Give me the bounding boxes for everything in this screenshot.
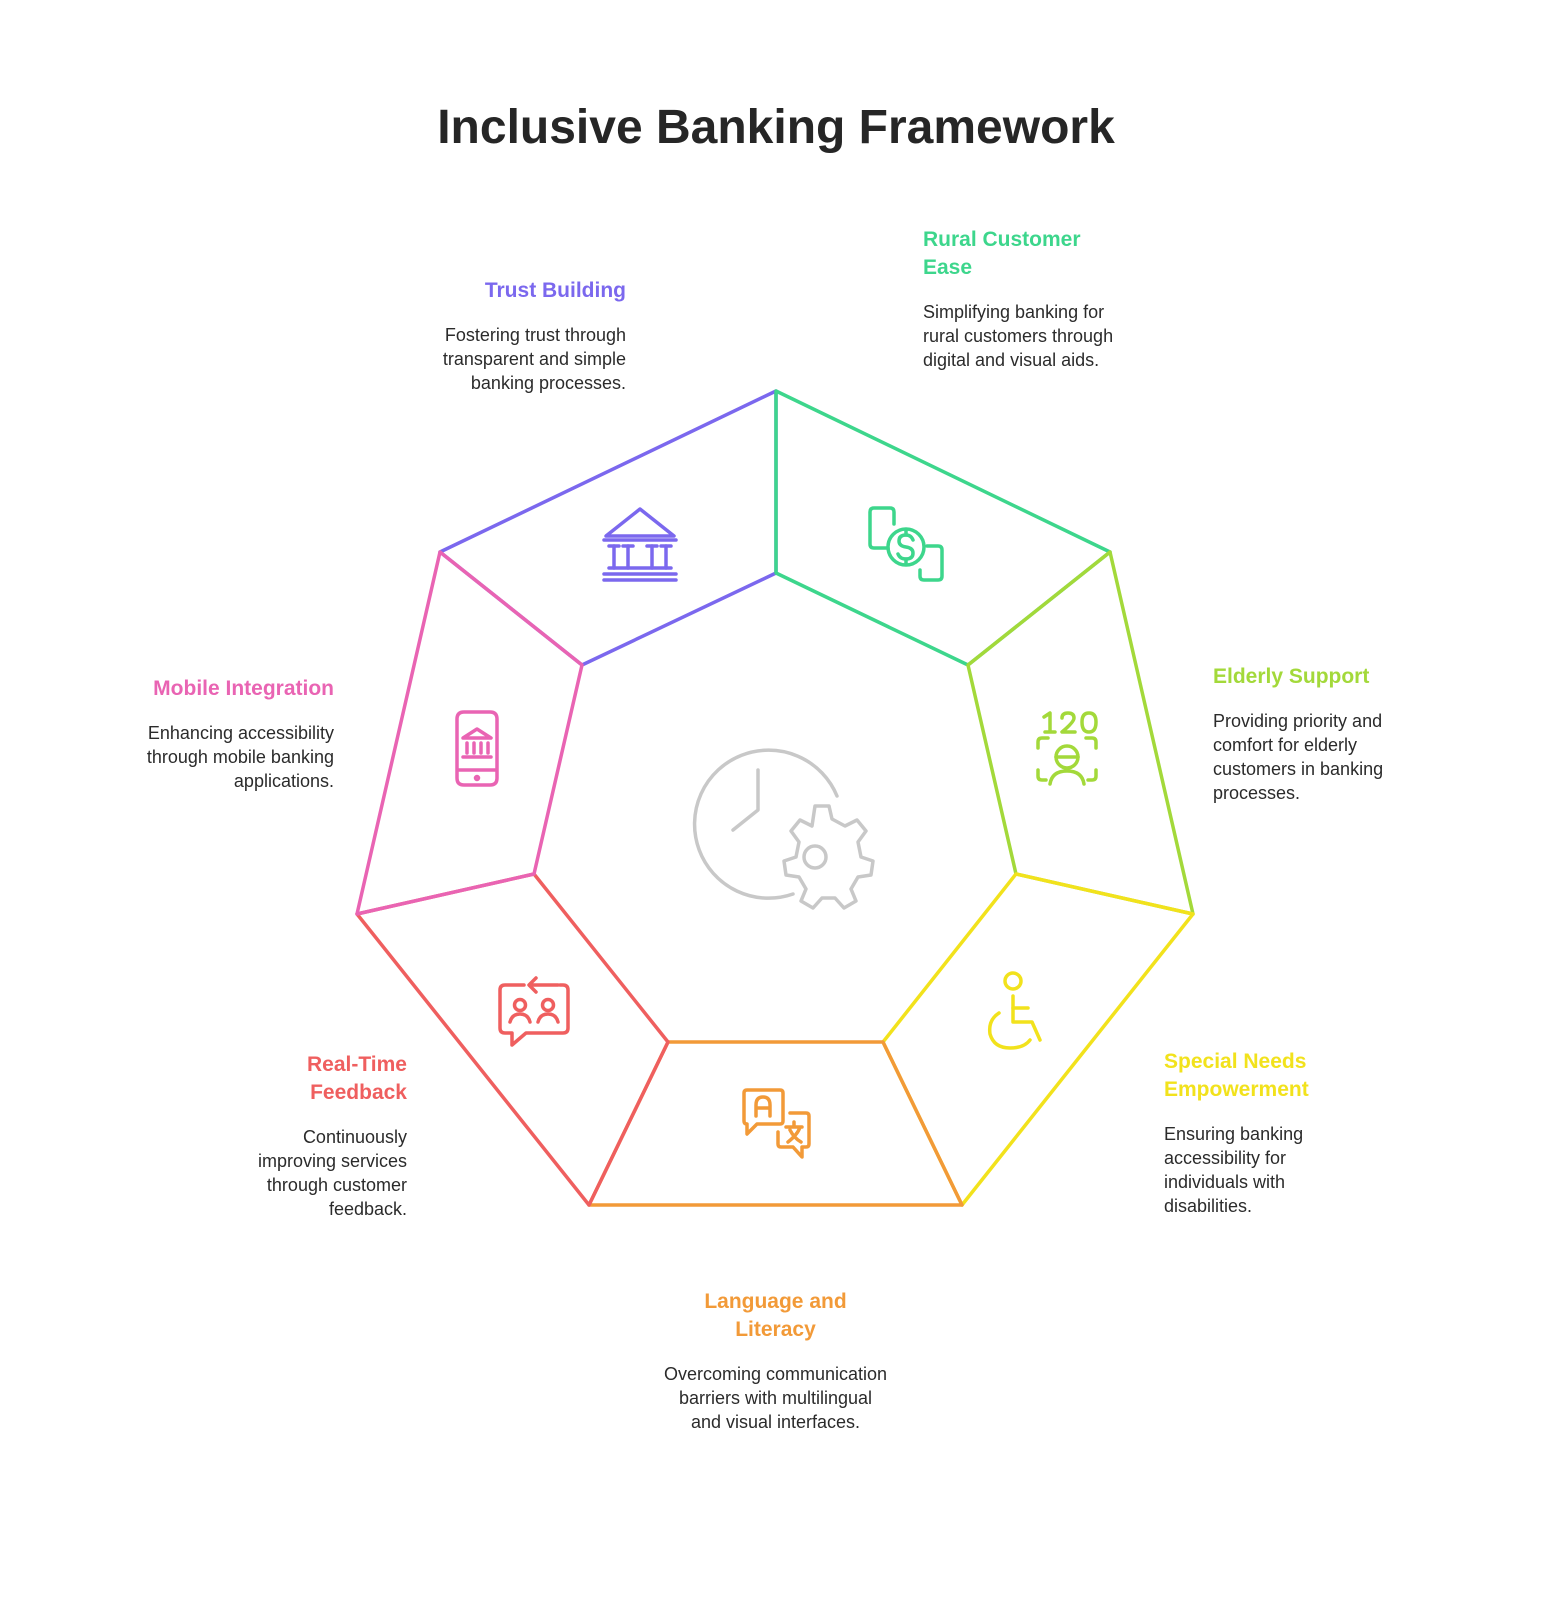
block-rural: Rural Customer Ease Simplifying banking … [923,226,1143,372]
feedback-title: Real-Time Feedback [307,1053,407,1104]
money-transfer-icon [868,506,944,582]
segment-mobile [355,550,584,916]
language-title: Language and Literacy [704,1290,847,1341]
bank-icon [602,507,678,582]
trust-title: Trust Building [484,279,626,302]
translate-icon [742,1088,811,1159]
rural-description: Simplifying banking for rural customers … [923,302,1114,370]
block-mobile: Mobile Integration Enhancing accessibili… [100,675,334,793]
special-description: Ensuring banking accessibility for indiv… [1164,1124,1304,1216]
block-language: Language and Literacy Overcoming communi… [663,1288,888,1434]
block-elderly: Elderly Support Providing priority and c… [1213,663,1428,805]
mobile-title: Mobile Integration [153,677,334,700]
segment-trust [438,389,778,667]
block-feedback: Real-Time Feedback Continuously improvin… [232,1051,407,1221]
special-title: Special Needs Empowerment [1164,1050,1309,1101]
rural-title: Rural Customer Ease [923,228,1081,279]
trust-description: Fostering trust through transparent and … [442,325,626,393]
mobile-bank-icon [455,710,499,787]
feedback-users-icon [498,976,570,1047]
block-trust: Trust Building Fostering trust through t… [386,277,626,395]
elderly-description: Providing priority and comfort for elder… [1213,711,1384,803]
language-description: Overcoming communication barriers with m… [663,1364,888,1432]
clock-gear-icon [692,748,875,910]
segment-rural [774,389,1112,667]
feedback-description: Continuously improving services through … [257,1127,407,1219]
elderly-title: Elderly Support [1213,665,1370,688]
page-title: Inclusive Banking Framework [437,101,1115,154]
mobile-description: Enhancing accessibility through mobile b… [146,723,334,791]
block-special: Special Needs Empowerment Ensuring banki… [1164,1048,1339,1218]
wheelchair-icon [987,971,1042,1050]
segment-elderly [966,550,1195,916]
queue-number-user-icon [1036,711,1098,786]
